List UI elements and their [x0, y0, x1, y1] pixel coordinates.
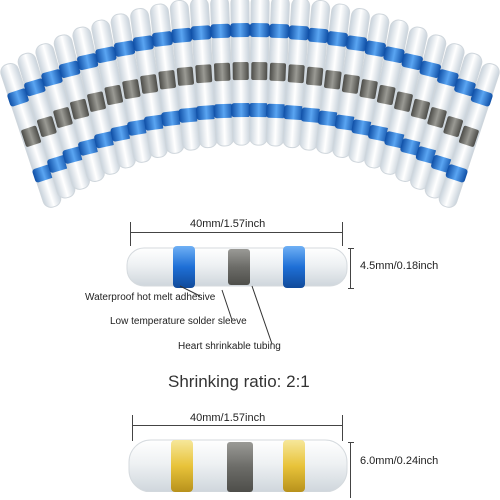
dia-tick-top	[348, 248, 354, 249]
fan-connector	[17, 52, 76, 199]
bottom-length-label: 40mm/1.57inch	[190, 412, 266, 424]
fan-connector	[230, 0, 252, 146]
fan-connector	[395, 34, 447, 182]
fan-connector	[424, 52, 483, 199]
bottom-dia-tick-top	[348, 442, 354, 443]
fan-connector	[332, 8, 370, 158]
shrinking-ratio-title: Shrinking ratio: 2:1	[168, 372, 310, 391]
fan-connector	[348, 13, 390, 163]
bottom-solder-sleeve	[227, 442, 253, 492]
tubing-label: Heart shrinkable tubing	[178, 341, 281, 352]
yellow-ring-right	[283, 440, 305, 492]
bottom-dia-dim-line	[350, 442, 351, 498]
fan-connector	[248, 0, 270, 146]
bottom-connector	[128, 439, 348, 492]
top-connector	[126, 246, 348, 288]
blue-ring-right	[283, 246, 305, 288]
fan-connector	[282, 0, 311, 149]
fan-connector	[91, 19, 136, 169]
bottom-dim-tick-right	[342, 415, 343, 441]
fan-connector	[35, 43, 90, 190]
fan-connector	[189, 0, 218, 149]
fan-connector	[315, 3, 351, 154]
fan-connector	[110, 13, 152, 163]
bottom-dim-tick-left	[132, 415, 133, 441]
fan-connector	[169, 0, 201, 151]
dia-tick-bottom	[348, 288, 354, 289]
dim-tick-left	[130, 222, 131, 246]
solder-sleeve	[228, 249, 250, 285]
top-diameter-label: 4.5mm/0.18inch	[360, 260, 439, 272]
dia-dim-line	[350, 248, 351, 288]
dim-tick-right	[342, 222, 343, 246]
fan-connector	[438, 62, 500, 208]
fan-connector	[53, 34, 105, 182]
bottom-length-dim-line	[132, 425, 342, 426]
fan-connector	[72, 26, 121, 175]
bottom-diameter-label: 6.0mm/0.24inch	[360, 455, 439, 467]
blue-ring-left	[173, 246, 195, 288]
length-dim-line	[130, 232, 342, 233]
yellow-ring-left	[171, 440, 193, 492]
fan-connector	[379, 26, 428, 175]
adhesive-label: Waterproof hot melt adhesive	[85, 292, 216, 303]
fan-connector	[364, 19, 409, 169]
fan-connector	[265, 0, 290, 147]
top-length-label: 40mm/1.57inch	[190, 218, 266, 230]
sleeve-label: Low temperature solder sleeve	[110, 316, 247, 327]
fan-connector	[210, 0, 235, 147]
connector-fan	[0, 0, 500, 208]
fan-connector	[130, 8, 168, 158]
fan-connector	[0, 62, 62, 208]
